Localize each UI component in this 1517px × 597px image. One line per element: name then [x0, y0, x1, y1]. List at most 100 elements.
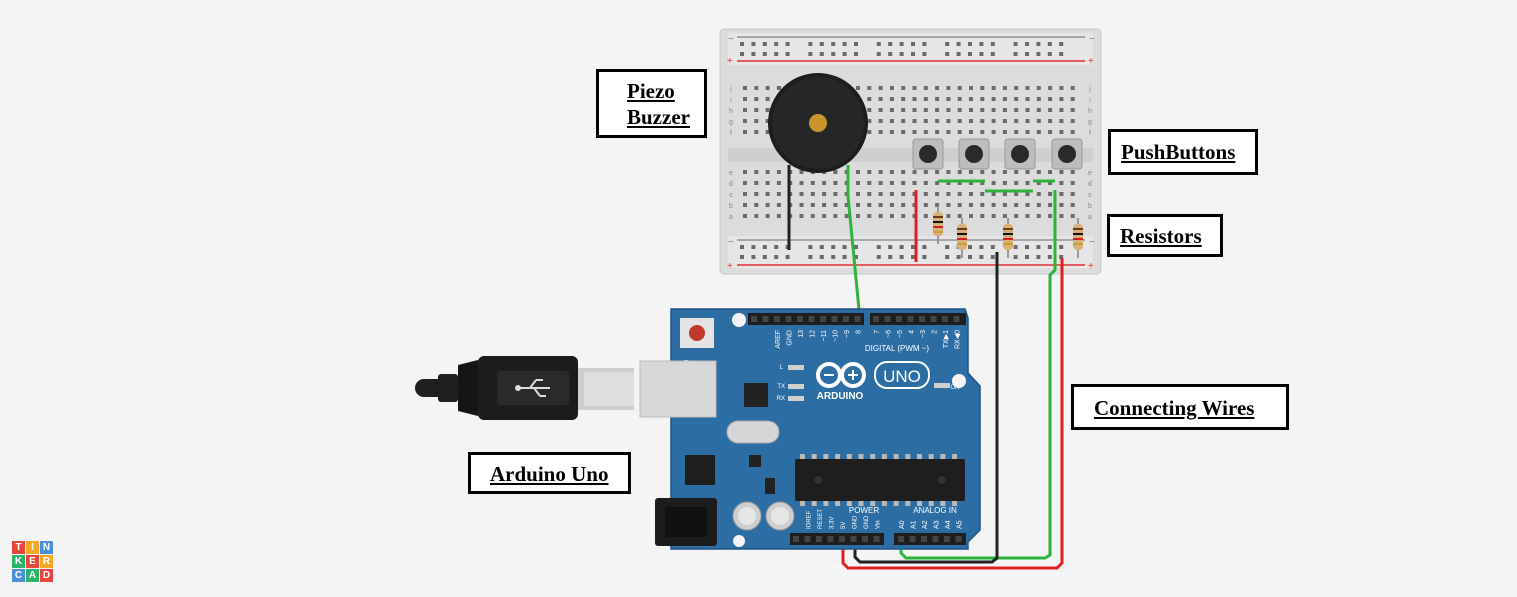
breadboard-hole	[901, 108, 906, 112]
breadboard-hole	[1036, 203, 1041, 207]
breadboard-hole	[867, 86, 872, 90]
rail-hole	[888, 42, 893, 46]
breadboard-hole	[1036, 97, 1041, 101]
rail-hole	[1047, 255, 1052, 259]
breadboard-hole	[991, 192, 996, 196]
breadboard-hole	[743, 192, 747, 196]
digital-pin-label: AREF	[775, 330, 782, 349]
row-letter: e	[729, 170, 733, 177]
breadboard-hole	[946, 97, 951, 101]
pushbutton-2[interactable]	[958, 138, 990, 170]
breadboard-hole	[743, 97, 747, 101]
header-pin	[898, 536, 904, 542]
digital-pin-label: RX◀0	[955, 330, 962, 349]
breadboard-hole	[901, 170, 906, 174]
breadboard-hole	[889, 108, 894, 112]
breadboard-hole	[1036, 119, 1041, 123]
rail-hole	[1047, 42, 1052, 46]
breadboard-hole	[1059, 214, 1064, 218]
rail-hole	[956, 255, 961, 259]
breadboard-hole	[856, 86, 860, 90]
rail-hole	[751, 52, 756, 56]
breadboard-hole	[822, 192, 827, 196]
header-pin	[774, 316, 780, 322]
resistor-1	[933, 206, 943, 244]
row-letter: i	[1089, 97, 1091, 104]
pushbutton-4[interactable]	[1051, 138, 1083, 170]
breadboard-hole	[1048, 97, 1053, 101]
rail-hole	[922, 245, 927, 249]
rail-hole	[831, 52, 836, 56]
row-letter: h	[729, 108, 733, 115]
rail-hole	[979, 255, 984, 259]
rail-hole	[922, 52, 927, 56]
rail-hole	[842, 255, 847, 259]
breadboard-hole	[1025, 97, 1030, 101]
row-letter: j	[729, 86, 732, 93]
rail-hole	[945, 42, 950, 46]
chip-pin	[835, 501, 841, 506]
rail-hole	[751, 42, 756, 46]
chip-pin	[905, 501, 911, 506]
breadboard-hole	[901, 181, 906, 185]
breadboard-hole	[889, 170, 894, 174]
breadboard-hole	[754, 119, 759, 123]
breadboard-hole	[889, 214, 894, 218]
rail-hole	[819, 245, 824, 249]
breadboard-hole	[776, 181, 781, 185]
chip-pin	[917, 454, 922, 459]
piezo-buzzer-label-line2: Buzzer	[627, 105, 690, 129]
breadboard-hole	[1048, 214, 1053, 218]
logo-tile: K	[12, 555, 25, 568]
rail-hole	[854, 52, 858, 56]
breadboard-hole	[901, 86, 906, 90]
chip-pin	[870, 454, 876, 459]
pushbutton-1[interactable]	[912, 138, 944, 170]
piezo-buzzer[interactable]	[768, 73, 868, 250]
wire-gnd	[853, 252, 999, 564]
breadboard-hole	[889, 119, 894, 123]
breadboard-hole	[878, 192, 883, 196]
rail-hole	[945, 255, 950, 259]
breadboard-hole	[1036, 170, 1041, 174]
piezo-buzzer-label-line1: Piezo	[627, 79, 675, 103]
breadboard-hole	[1002, 203, 1007, 207]
breadboard-hole	[1002, 108, 1007, 112]
breadboard-hole	[991, 181, 996, 185]
pushbutton-3[interactable]	[1004, 138, 1036, 170]
breadboard-hole	[833, 181, 838, 185]
row-letter: d	[729, 181, 733, 188]
chip-pin	[811, 454, 817, 459]
breadboard-hole	[754, 130, 759, 134]
breadboard-hole	[1025, 170, 1030, 174]
breadboard-hole	[1025, 119, 1030, 123]
breadboard-hole	[923, 170, 928, 174]
breadboard-hole	[969, 181, 973, 185]
breadboard-hole	[1025, 130, 1030, 134]
breadboard-hole	[1002, 170, 1007, 174]
power-pin-label: 3.3V	[830, 517, 836, 529]
breadboard-hole	[1070, 170, 1075, 174]
header-pin	[839, 536, 845, 542]
logo-tile: N	[40, 541, 53, 554]
rail-hole	[1059, 52, 1064, 56]
rail-hole	[968, 255, 972, 259]
breadboard-hole	[901, 214, 906, 218]
analog-pin-label: A5	[957, 520, 964, 529]
arduino-uno-label: Arduino Uno	[468, 452, 631, 494]
breadboard-hole	[833, 192, 838, 196]
pushbuttons	[912, 138, 1083, 170]
rail-hole	[831, 245, 836, 249]
rail-hole	[819, 255, 824, 259]
breadboard-hole	[957, 130, 962, 134]
breadboard-hole	[878, 130, 883, 134]
breadboard-hole	[901, 97, 906, 101]
breadboard-hole	[743, 130, 747, 134]
breadboard-hole	[754, 108, 759, 112]
breadboard-hole	[765, 86, 770, 90]
digital-pin-label: 2	[932, 330, 939, 334]
header-pin	[797, 316, 803, 322]
breadboard-hole	[1025, 108, 1030, 112]
breadboard-hole	[856, 192, 860, 196]
